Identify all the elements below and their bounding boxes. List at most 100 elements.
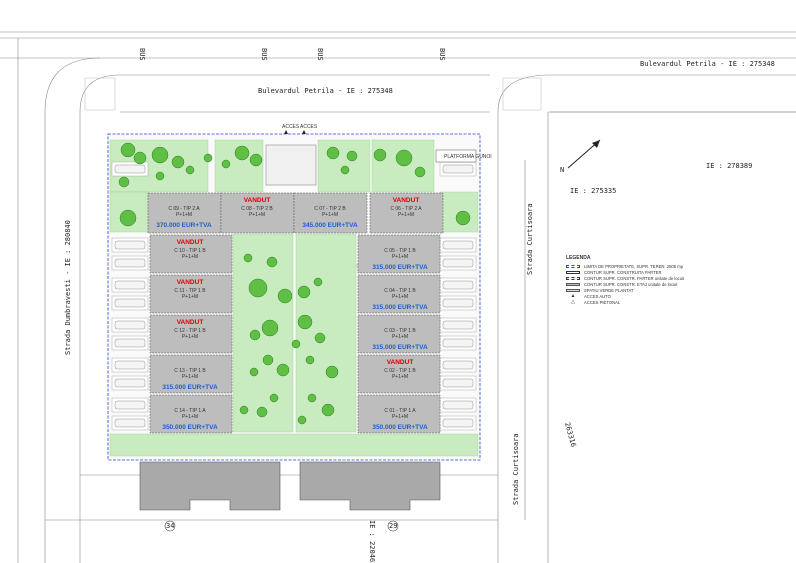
svg-text:BUS: BUS [438,48,446,61]
parking-space [111,357,149,373]
neighbor-building-right [299,461,441,511]
unit-floors: P+1+M [392,374,408,380]
parking-space [439,397,477,413]
unit-floors: P+1+M [182,374,198,380]
unit-price: 315.000 EUR+TVA [162,384,218,391]
unit-floors: P+1+M [392,254,408,260]
sold-label: VANDUT [393,197,420,204]
parking-space [439,357,477,373]
tree-icon [266,256,278,268]
unit-floors: P+1+M [392,334,408,340]
unit-name: C 05 - TIP 1 B [384,248,416,254]
unit-floors: P+1+M [249,212,265,218]
tree-icon [249,329,261,341]
tree-icon [243,253,253,263]
road-lines [0,31,796,563]
tree-icon [414,166,426,178]
bus-marks: BUS BUS BUS BUS [138,48,446,61]
unit-name: C 02 - TIP 1 B [384,368,416,374]
housing-unit[interactable]: VANDUT C 06 - TIP 2 AP+1+M [369,192,444,234]
plot-number-south: 29 [389,522,397,530]
tree-icon [249,367,259,377]
unit-price: 350.000 EUR+TVA [162,424,218,431]
unit-floors: P+1+M [182,254,198,260]
housing-unit[interactable]: VANDUT C 08 - TIP 2 BP+1+M [220,192,295,234]
parking-space [439,295,477,311]
tree-icon [395,149,413,167]
unit-price: 370.000 EUR+TVA [156,222,212,229]
tree-icon [133,151,147,165]
tree-icon [340,165,350,175]
svg-text:BUS: BUS [316,48,324,61]
parking-space [439,415,477,431]
unit-price: 315.000 EUR+TVA [372,264,428,271]
unit-floors: P+1+M [182,294,198,300]
tree-icon [276,363,290,377]
unit-floors: P+1+M [392,414,408,420]
waste-platform-label: PLATFORMA GUNOI [444,154,492,160]
north-arrow-icon: N [560,139,601,174]
parking-space [439,237,477,253]
sold-label: VANDUT [244,197,271,204]
parking-space [111,397,149,413]
parking-space [439,317,477,333]
tree-icon [119,209,137,227]
unit-floors: P+1+M [398,212,414,218]
unit-price: 350.000 EUR+TVA [372,424,428,431]
tree-icon [305,355,315,365]
neighbor-building-left [139,461,281,511]
tree-icon [269,393,279,403]
legend-row: CONTUR SUPR. CONSTRUITA PARTER [566,269,726,275]
tree-icon [297,285,311,299]
parking-space [439,375,477,391]
tree-icon [248,278,268,298]
tree-icon [321,403,335,417]
parking-space [111,161,149,177]
tree-icon [155,171,165,181]
tree-icon [297,415,307,425]
tree-icon [277,288,293,304]
parking-space [111,375,149,391]
svg-text:N: N [560,166,564,174]
waste-platform [435,149,477,163]
trees [118,142,471,425]
parking-space [111,277,149,293]
ie-label-south: IE : 220463 [368,520,376,563]
unit-name: C 06 - TIP 2 A [390,206,422,212]
parking-space [439,161,477,177]
parking-space [111,317,149,333]
legend-row: ▲ACCES AUTO [570,292,611,299]
unit-name: C 11 - TIP 1 B [174,288,206,294]
tree-icon [314,332,326,344]
unit-name: C 09 - TIP 2 A [168,206,200,212]
housing-unit[interactable]: C 05 - TIP 1 BP+1+M 315.000 EUR+TVA [357,234,441,274]
legend-row: CONTUR SUPR. CONSTR. PARTER unitate de l… [566,275,726,281]
unit-name: C 08 - TIP 2 B [241,206,273,212]
access-gates: ACCES ACCES [265,124,318,186]
tree-icon [249,153,263,167]
tree-icon [256,406,268,418]
tree-icon [325,365,339,379]
tree-icon [346,150,358,162]
legend-row: SPATIU VERDE PLANTAT [566,287,726,293]
road-label-north: Bulevardul Petrila - IE : 275348 [258,87,393,95]
parking-space [439,255,477,271]
unit-floors: P+1+M [182,414,198,420]
legend-row: LIMITA DE PROPRIETATE, SUPR. TEREN: 2506… [566,263,726,269]
unit-name: C 03 - TIP 1 B [384,328,416,334]
tree-icon [326,146,340,160]
unit-floors: P+1+M [182,334,198,340]
